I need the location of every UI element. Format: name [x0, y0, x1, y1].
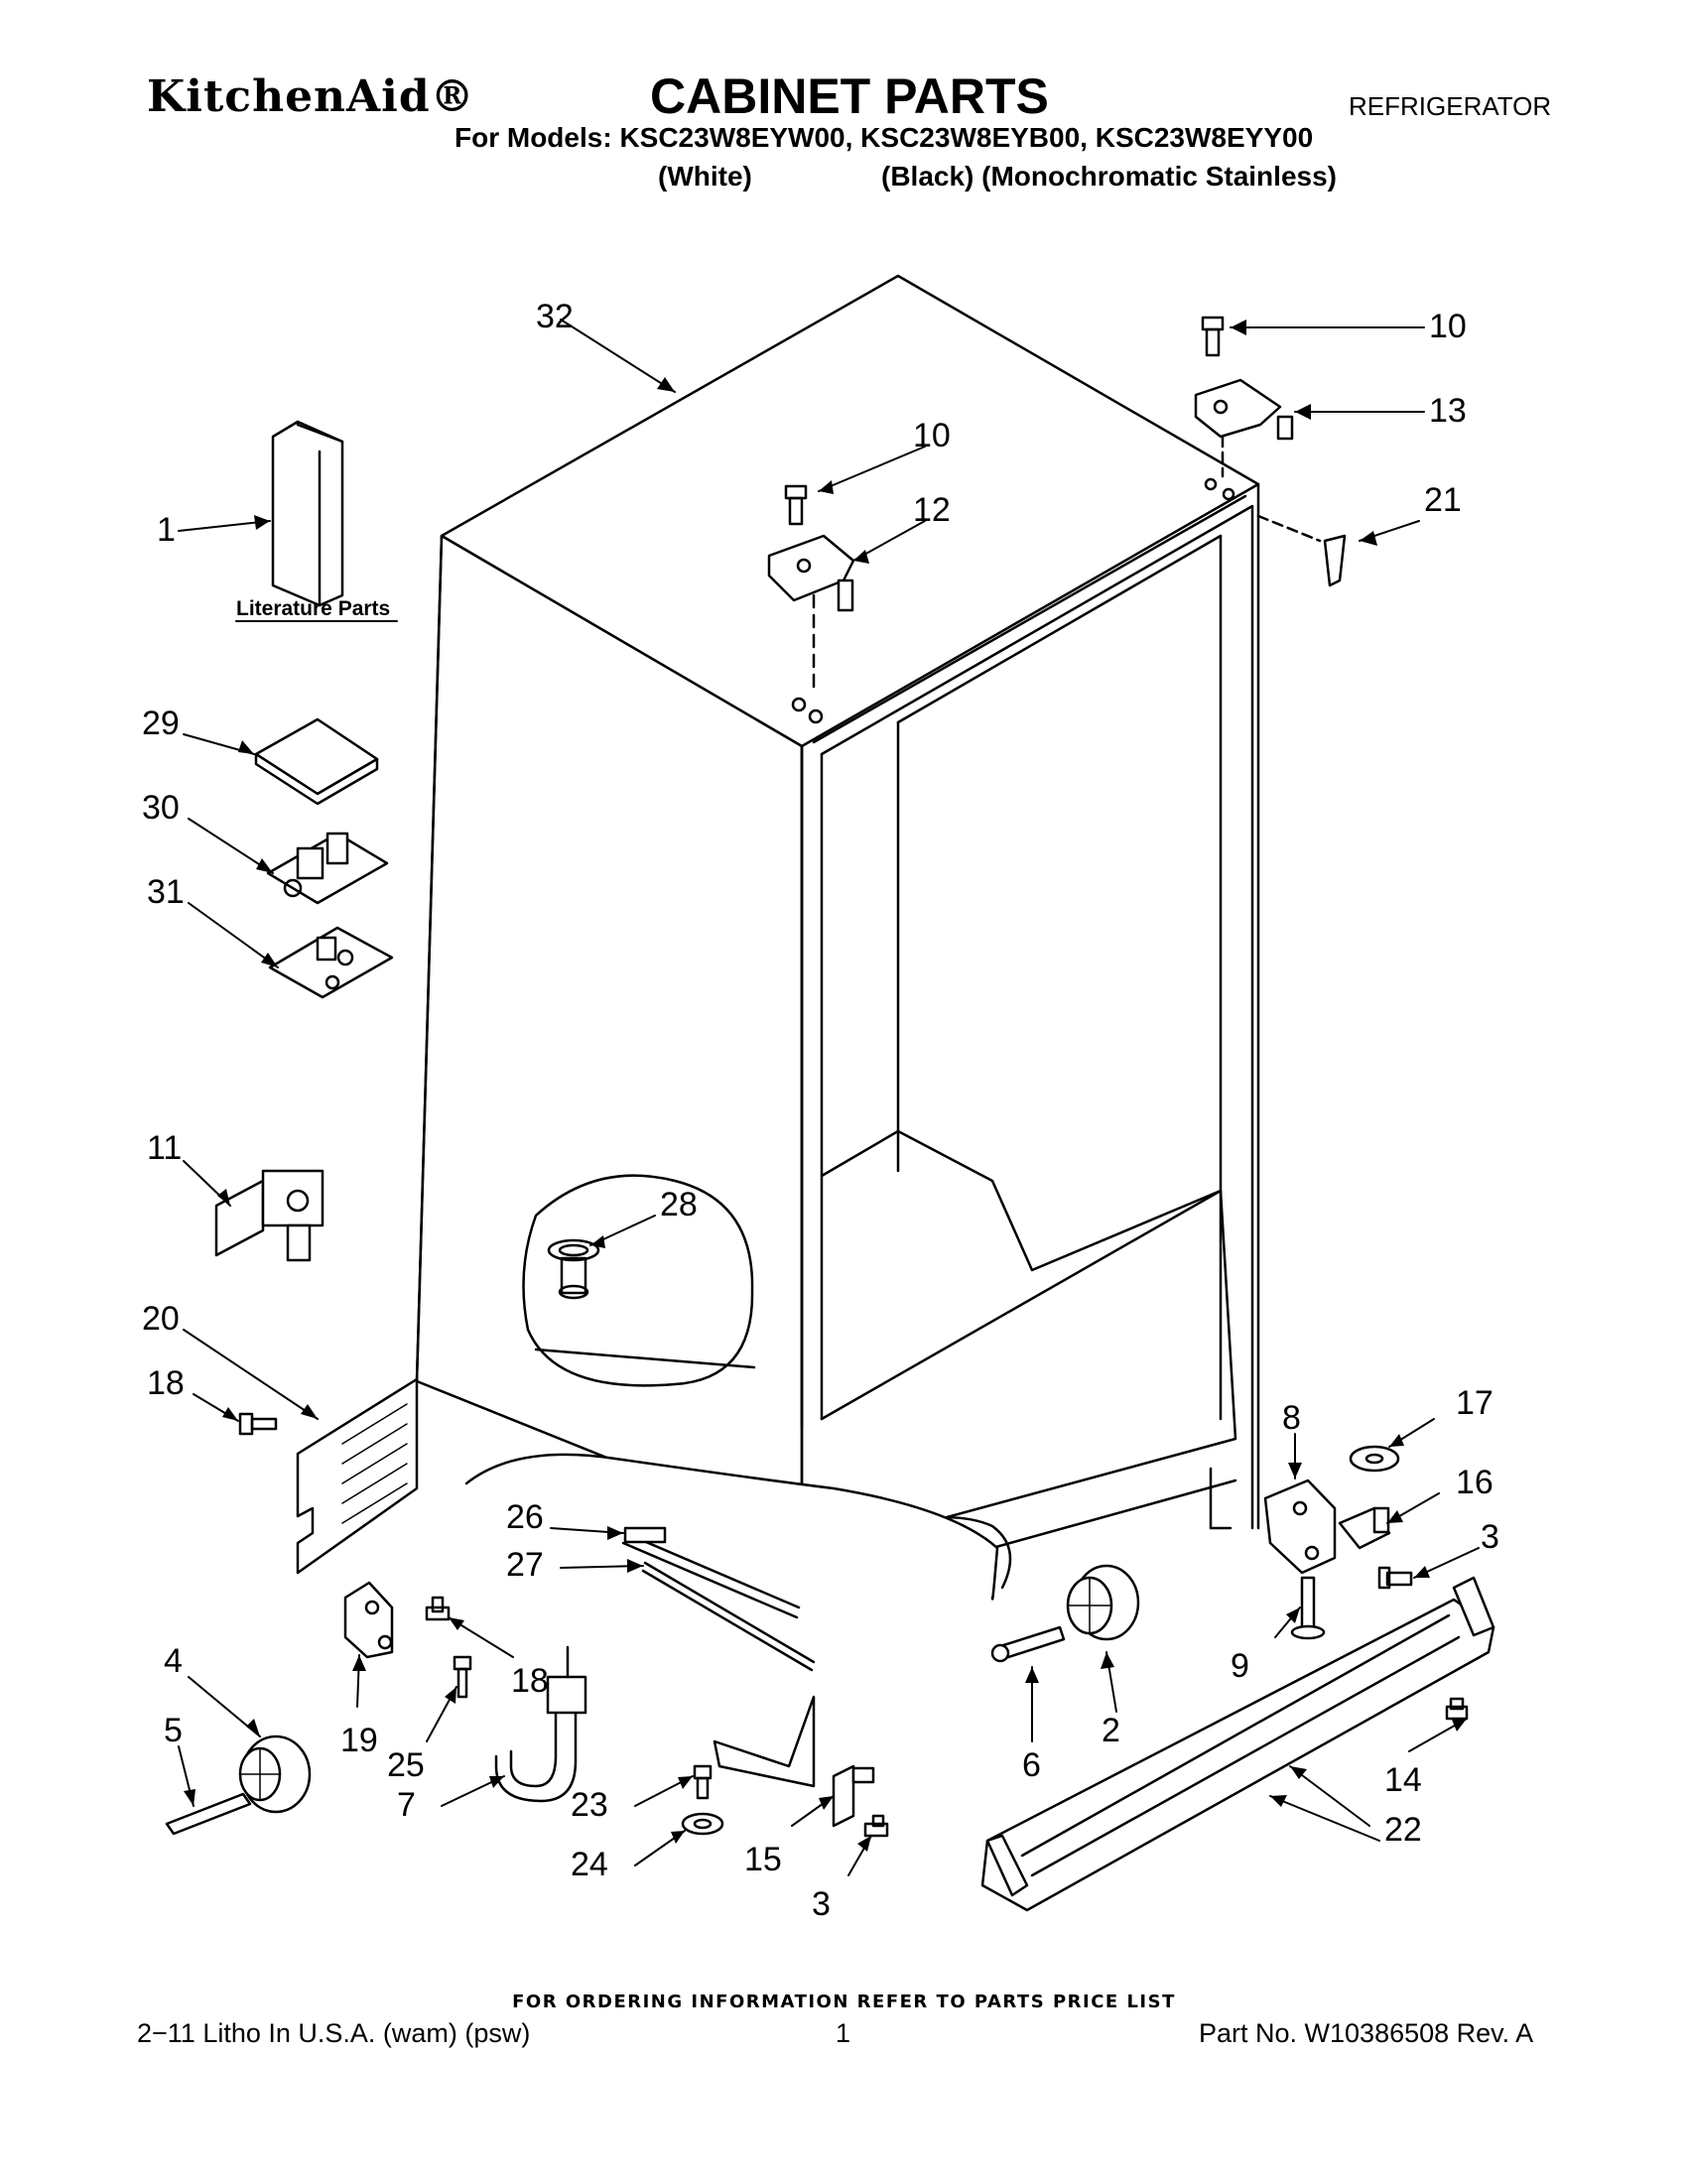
callout-2: 2 — [1102, 1712, 1120, 1749]
callout-16: 16 — [1456, 1464, 1493, 1501]
part-13-hinge — [1194, 378, 1294, 441]
part-26-tube — [621, 1526, 801, 1619]
callout-1: 1 — [157, 511, 176, 549]
callout-numbers: 32 10 12 10 13 21 1 29 30 31 11 28 20 18… — [142, 298, 1499, 1923]
callout-26: 26 — [506, 1498, 544, 1536]
callout-15: 15 — [744, 1841, 782, 1878]
brand-logo: KitchenAid® — [147, 71, 475, 122]
callout-13: 13 — [1429, 392, 1467, 430]
callout-31: 31 — [147, 873, 185, 911]
part-10-screw-center — [784, 484, 808, 526]
callout-3: 3 — [1481, 1518, 1499, 1556]
callout-17: 17 — [1456, 1384, 1493, 1422]
page-title: CABINET PARTS — [650, 68, 1049, 124]
callout-9: 9 — [1231, 1647, 1249, 1685]
part-15-bracket — [832, 1764, 875, 1828]
part-23-bolt — [693, 1764, 713, 1800]
part-24-foot — [681, 1812, 724, 1836]
page-number: 1 — [836, 2018, 851, 2048]
cabinet — [415, 274, 1260, 1590]
part-19-bracket — [343, 1581, 394, 1659]
part-10-screw-right — [1201, 316, 1225, 357]
part-6-axle — [990, 1625, 1066, 1663]
callout-12: 12 — [913, 491, 951, 529]
part-5-axle — [165, 1792, 252, 1836]
part-22-grille — [980, 1576, 1495, 1912]
part-30-board — [266, 832, 389, 905]
callout-8: 8 — [1282, 1399, 1301, 1437]
callout-11: 11 — [147, 1129, 182, 1167]
callout-6: 6 — [1022, 1746, 1041, 1784]
literature-parts-label: Literature Parts — [236, 597, 390, 620]
part-21-plug — [1323, 534, 1347, 587]
product-category: REFRIGERATOR — [1349, 91, 1552, 121]
callout-22: 22 — [1384, 1811, 1422, 1849]
callout-32: 32 — [536, 298, 574, 335]
literature-label: Literature Parts — [236, 597, 390, 620]
part-18-screw-left — [238, 1412, 278, 1436]
callout-7: 7 — [397, 1786, 416, 1824]
ordering-note: FOR ORDERING INFORMATION REFER TO PARTS … — [512, 1991, 1176, 2012]
callout-24: 24 — [571, 1846, 608, 1883]
callout-18: 18 — [147, 1364, 185, 1402]
part-3-screw-bottom — [863, 1814, 889, 1838]
part-4-wheel — [238, 1734, 312, 1814]
part-20-panel — [296, 1377, 419, 1575]
part-25-screw — [453, 1655, 472, 1699]
litho-info: 2−11 Litho In U.S.A. (wam) (psw) — [137, 2018, 531, 2048]
part-8-bracket — [1263, 1478, 1337, 1575]
callout-5: 5 — [164, 1712, 183, 1749]
callout-18: 18 — [511, 1662, 549, 1700]
models-line: For Models: KSC23W8EYW00, KSC23W8EYB00, … — [454, 122, 1314, 153]
color-white: (White) — [658, 161, 752, 192]
part-18-screw — [425, 1596, 451, 1621]
callout-20: 20 — [142, 1300, 180, 1338]
part-2-wheel — [1066, 1564, 1140, 1641]
part-14-screw — [1445, 1697, 1469, 1721]
part-31-board — [268, 926, 394, 999]
part-12-hinge — [767, 534, 855, 612]
cutaway-window — [522, 1174, 754, 1387]
callout-28: 28 — [660, 1186, 698, 1223]
arrowheads — [184, 320, 1467, 1852]
part-1-literature — [271, 420, 344, 607]
callout-4: 4 — [164, 1642, 183, 1680]
callout-14: 14 — [1384, 1761, 1422, 1799]
part-29-cover — [254, 717, 379, 806]
part-17-washer — [1349, 1445, 1400, 1473]
callout-27: 27 — [506, 1546, 544, 1584]
part-11-water-valve — [214, 1169, 325, 1262]
callout-29: 29 — [142, 705, 180, 742]
callout-10: 10 — [1429, 308, 1467, 345]
part-27-rod — [641, 1561, 816, 1672]
part-28-grommet — [547, 1238, 600, 1300]
callout-23: 23 — [571, 1786, 608, 1824]
callout-30: 30 — [142, 789, 180, 827]
part-7-drain — [494, 1645, 587, 1803]
callout-19: 19 — [340, 1722, 378, 1759]
part-16-bracket — [1338, 1506, 1391, 1550]
callout-25: 25 — [387, 1746, 425, 1784]
part-3-screw-right — [1377, 1566, 1413, 1590]
callout-21: 21 — [1424, 481, 1462, 519]
callout-10: 10 — [913, 417, 951, 454]
color-black-stainless: (Black) (Monochromatic Stainless) — [881, 161, 1337, 192]
part-number: Part No. W10386508 Rev. A — [1199, 2018, 1534, 2048]
part-9-leveler — [1290, 1576, 1326, 1640]
callout-3: 3 — [812, 1885, 831, 1923]
